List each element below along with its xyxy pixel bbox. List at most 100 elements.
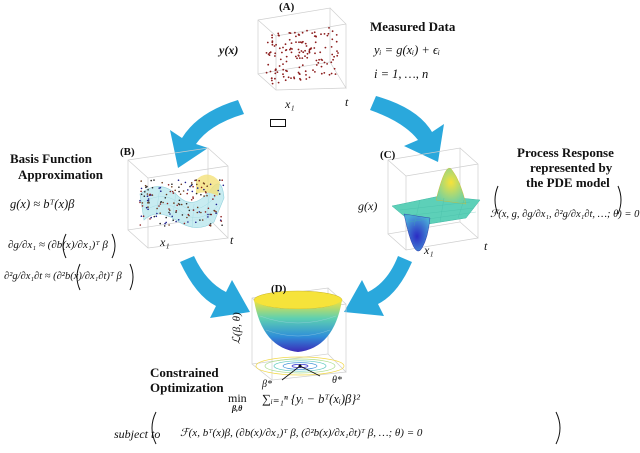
panel-d-title-line1: Constrained — [150, 365, 219, 380]
measured-data-point — [276, 71, 279, 73]
basis-fit-data-point — [200, 193, 202, 196]
basis-fit-data-point — [221, 179, 223, 181]
basis-fit-data-point — [205, 192, 207, 194]
basis-fit-data-point — [187, 213, 190, 216]
measured-data-point — [289, 32, 292, 34]
arrow-a-to-b — [170, 100, 244, 168]
basis-fit-data-point — [171, 215, 173, 218]
measured-data-point — [277, 32, 280, 35]
measured-data-point — [334, 73, 337, 75]
measured-data-point — [323, 72, 326, 74]
measured-data-point — [333, 67, 336, 70]
basis-fit-data-point — [203, 195, 205, 197]
basis-fit-data-point — [188, 209, 191, 212]
basis-fit-data-point — [218, 193, 221, 195]
basis-fit-data-point — [147, 198, 150, 200]
measured-data-point — [308, 50, 311, 53]
measured-data-point — [312, 69, 314, 71]
basis-fit-data-point — [156, 212, 158, 215]
min-operator: min — [228, 391, 247, 405]
basis-fit-data-point — [147, 206, 149, 208]
basis-fit-data-point — [171, 190, 174, 193]
measured-data-point — [282, 75, 285, 78]
basis-fit-data-point — [169, 190, 172, 193]
basis-fit-data-point — [180, 203, 183, 206]
measured-data-point — [311, 32, 314, 34]
panel-a-t-axis-label: t — [345, 95, 349, 109]
panel-c-plot — [387, 147, 481, 252]
measured-data-point — [323, 61, 326, 64]
measured-data-point — [328, 73, 331, 76]
measured-data-point — [278, 65, 281, 67]
basis-fit-data-point — [144, 184, 147, 187]
basis-fit-data-point — [213, 209, 215, 212]
measured-data-point — [304, 42, 307, 45]
basis-fit-data-point — [139, 224, 142, 226]
measured-data-point — [301, 64, 304, 67]
measured-data-point — [277, 81, 280, 84]
measured-data-point — [326, 63, 328, 65]
measured-data-point — [269, 70, 272, 73]
measured-data-point — [295, 35, 297, 38]
basis-fit-data-point — [151, 186, 154, 189]
measured-data-point — [318, 58, 320, 61]
objective-function: ∑ᵢ₌₁ⁿ {yᵢ − bᵀ(xᵢ)β}² — [262, 392, 361, 406]
measured-data-point — [315, 64, 318, 66]
basis-fit-data-point — [176, 204, 178, 207]
measured-data-point — [271, 79, 273, 82]
measured-data-point — [279, 58, 282, 61]
arrow-b-to-d — [180, 256, 250, 318]
measured-data-point — [289, 47, 292, 50]
basis-fit-data-point — [190, 182, 193, 184]
basis-fit-data-point — [144, 191, 146, 193]
basis-fit-data-point — [150, 179, 152, 182]
measured-data-point — [328, 27, 330, 29]
panel-d-label: (D) — [271, 283, 287, 295]
measured-data-point — [285, 49, 288, 51]
basis-fit-data-point — [147, 202, 149, 204]
measured-data-point — [284, 79, 287, 82]
basis-fit-data-point — [158, 205, 160, 207]
measured-data-point — [294, 55, 297, 58]
basis-fit-data-point — [148, 202, 150, 204]
basis-fit-data-point — [196, 206, 199, 209]
basis-fit-data-point — [171, 183, 173, 185]
basis-fit-data-point — [146, 199, 149, 202]
basis-fit-data-point — [159, 186, 162, 189]
basis-fit-data-point — [159, 203, 162, 205]
measured-data-point — [298, 57, 301, 59]
basis-fit-data-point — [179, 193, 182, 195]
measured-data-point — [297, 34, 300, 36]
basis-fit-data-point — [147, 189, 149, 191]
basis-fit-data-point — [143, 195, 146, 197]
panel-d-title-line2: Optimization — [150, 380, 224, 395]
basis-fit-data-point — [139, 201, 141, 204]
basis-fit-data-point — [195, 192, 198, 195]
basis-fit-data-point — [146, 195, 149, 197]
basis-fit-data-point — [217, 189, 219, 192]
basis-fit-data-point — [194, 179, 196, 182]
panel-d-y-axis-label: ℒ(β, θ) — [231, 312, 243, 344]
measured-data-point — [288, 38, 291, 41]
basis-fit-data-point — [178, 203, 181, 206]
basis-fit-data-point — [175, 220, 177, 223]
panel-b-x-axis-label: x₁ — [160, 235, 170, 249]
measured-data-point — [290, 51, 293, 54]
basis-fit-data-point — [221, 224, 223, 226]
measured-data-point — [319, 51, 322, 54]
basis-fit-data-point — [147, 208, 149, 211]
panel-c-x-axis-label: x₁ — [424, 243, 434, 257]
measured-data-point — [295, 41, 297, 43]
measured-data-point — [314, 52, 316, 55]
measured-data-point — [336, 50, 338, 52]
measured-data-point — [299, 79, 302, 81]
basis-fit-data-point — [165, 216, 167, 219]
basis-fit-data-point — [181, 214, 184, 216]
basis-fit-data-point — [153, 179, 155, 181]
panel-b-label: (B) — [120, 146, 135, 158]
basis-fit-data-point — [219, 179, 221, 181]
measured-data-point — [271, 40, 274, 43]
measured-data-point — [268, 52, 271, 54]
measured-data-point — [277, 34, 280, 37]
measured-data-point — [335, 34, 338, 36]
